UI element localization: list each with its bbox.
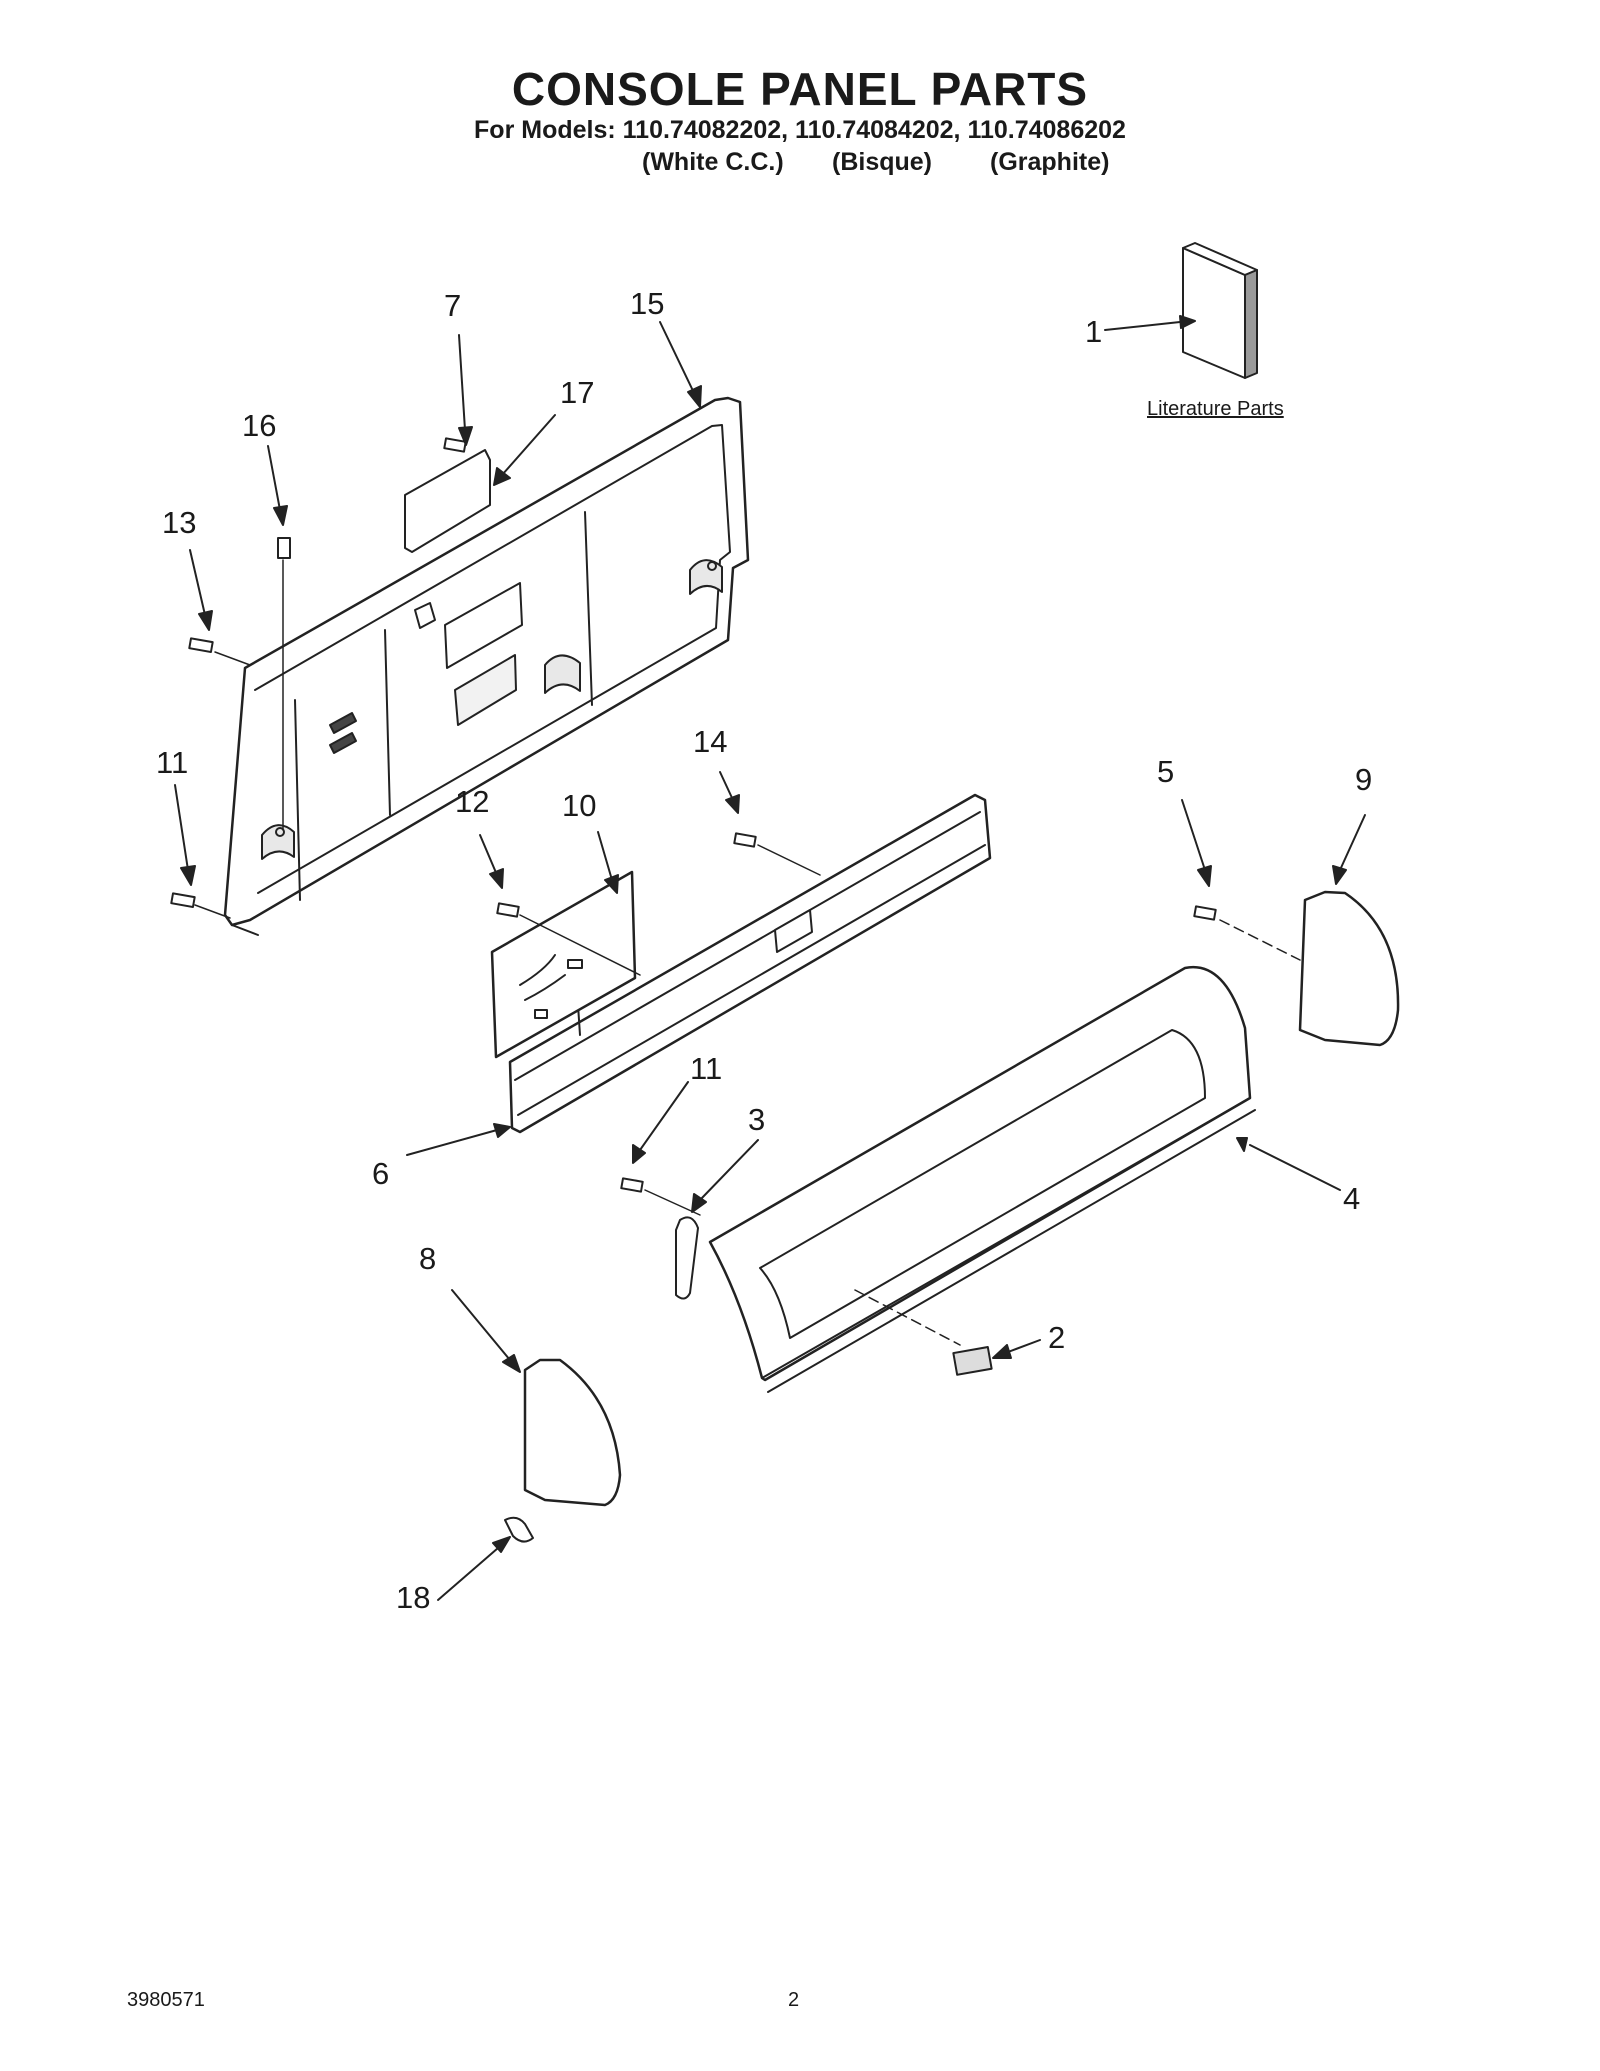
callout-2: 2 [1048,1320,1066,1355]
literature-booklet [1182,242,1258,379]
callout-14: 14 [693,724,728,759]
console-front-panel [708,965,1256,1393]
screws [170,437,1217,1193]
callout-17: 17 [560,375,595,410]
assembly-lines [194,559,1301,1346]
rear-control-panel [223,396,750,936]
callout-4: 4 [1343,1181,1361,1216]
small-bracket [404,449,491,553]
callout-7: 7 [444,288,462,323]
badge [952,1346,993,1376]
leader-lines [174,315,1366,1601]
end-bracket [675,1216,699,1300]
page-title: CONSOLE PANEL PARTS [511,63,1089,115]
callout-15: 15 [630,286,665,321]
right-end-cap [1298,890,1400,1047]
callout-16: 16 [242,408,277,443]
literature-parts-label: Literature Parts [1147,398,1284,420]
left-end-cap [523,1358,622,1507]
callout-1: 1 [1085,314,1103,349]
callout-8: 8 [419,1241,437,1276]
variant-graphite: (Graphite) [990,148,1110,176]
callout-13: 13 [162,505,197,540]
callout-11-lower: 11 [690,1051,723,1086]
callout-11-upper: 11 [156,745,189,780]
variant-white: (White C.C.) [642,148,784,176]
callout-12: 12 [455,784,490,819]
callout-5: 5 [1157,754,1175,789]
callout-3: 3 [748,1102,766,1137]
document-number: 3980571 [127,1989,205,2011]
page-number: 2 [788,1989,800,2011]
model-numbers: For Models: 110.74082202, 110.74084202, … [474,116,1126,144]
clip [504,1516,534,1543]
callout-9: 9 [1355,762,1373,797]
callout-10: 10 [562,788,597,823]
circuit-board [490,870,637,1059]
support-rail [508,793,992,1134]
callout-18: 18 [396,1580,431,1615]
callout-6: 6 [372,1156,390,1191]
variant-bisque: (Bisque) [832,148,932,176]
